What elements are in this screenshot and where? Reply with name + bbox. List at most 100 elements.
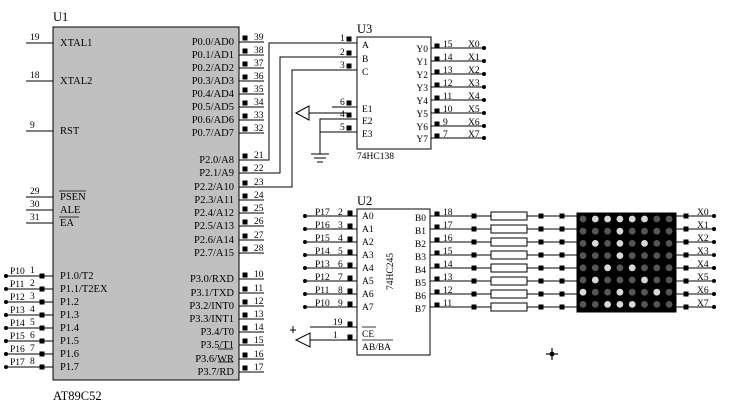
led-dot: [665, 264, 673, 272]
pin-label: B5: [415, 279, 426, 289]
pin-label: P0.7/AD7: [192, 128, 234, 139]
u3-designator: U3: [357, 22, 372, 36]
u1-pin-11[interactable]: 11 P3.1/TXD: [191, 284, 264, 299]
pin-marker: [683, 265, 689, 271]
led-dot: [604, 240, 611, 247]
net-label-text: X4: [468, 92, 480, 102]
pin-number: 26: [254, 217, 264, 227]
pin-number: 12: [254, 297, 264, 307]
pin-number: 25: [254, 204, 264, 214]
net-label-text: P15: [10, 332, 25, 342]
led-dot: [641, 215, 648, 223]
u3-chip[interactable]: U3 74HC138: [356, 22, 432, 162]
led-matrix[interactable]: [576, 212, 677, 313]
pin-marker: [434, 69, 440, 75]
pin-marker: [346, 36, 352, 42]
led-dot: [616, 215, 624, 223]
pin-marker: [434, 121, 440, 127]
pin-number: 11: [254, 284, 263, 294]
led-dot: [653, 264, 661, 272]
pin-marker: [242, 352, 248, 358]
pin-marker: [39, 325, 45, 331]
pin-marker: [242, 325, 248, 331]
u3-pin-6[interactable]: 6E1: [332, 98, 373, 115]
pin-marker: [538, 278, 544, 284]
u1-overbars: [59, 190, 233, 363]
u1-chip[interactable]: U1 AT89C52: [52, 10, 240, 403]
pin-label: P3.1/TXD: [191, 288, 235, 299]
pin-marker: [346, 50, 352, 56]
pin-number: 5: [30, 318, 35, 328]
pin-label: E3: [362, 130, 373, 140]
u2-chip[interactable]: U2 74HC245: [356, 194, 431, 356]
pin-marker: [242, 48, 248, 54]
pin-label: A6: [362, 290, 374, 300]
pin-label: P2.1/A9: [199, 168, 234, 179]
led-dot: [641, 301, 648, 308]
net-label-p13: P13: [4, 306, 27, 317]
pin-marker: [538, 239, 544, 245]
pin-label: Y1: [416, 58, 428, 68]
pin-label: A2: [362, 238, 374, 248]
led-dot: [616, 252, 624, 259]
pin-number: 9: [443, 118, 448, 128]
pin-marker: [39, 273, 45, 279]
pin-label: ALE: [60, 205, 80, 216]
